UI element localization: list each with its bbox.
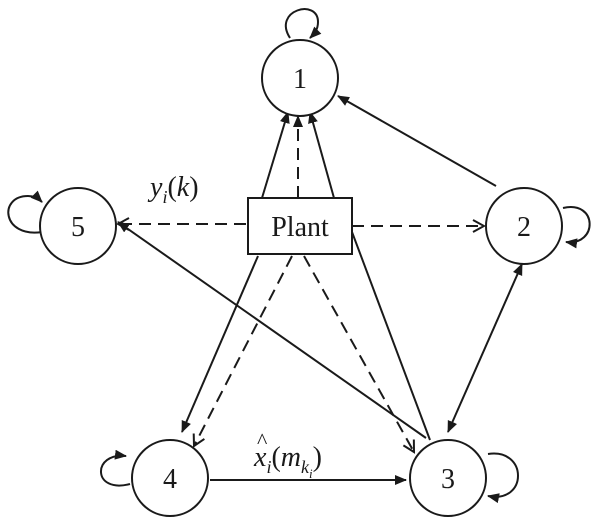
estimate-close: ) [313,442,322,473]
estimate-arg-sub: k [301,457,310,477]
measurement-label: yi(k) [147,172,199,207]
estimate-label: xi(mki) [253,442,322,481]
edge-3-to-5 [117,221,427,439]
plant-block: Plant [247,197,353,255]
estimate-arg-subsub: i [309,466,313,481]
edge-2-to-3 [447,263,523,433]
edge-plant-to-3 [351,231,431,441]
node-label-3: 3 [441,464,455,495]
node-label-5: 5 [71,212,85,243]
node-label-1: 1 [293,64,307,95]
edge-plant-to-1-left [261,111,290,199]
self-loop-3 [487,452,519,504]
measurement-sub: i [162,187,167,207]
node-label-4: 4 [163,464,177,495]
estimate-arg: m [281,442,301,473]
self-loop-4 [100,449,131,487]
measurement-close: ) [189,172,198,203]
edge-2-to-1 [337,95,497,187]
self-loop-5 [7,190,43,234]
measurement-var: y [147,172,163,203]
estimate-sub: i [266,457,271,477]
measurement-arg: k [177,172,190,203]
estimate-var: x [253,442,267,473]
node-label-2: 2 [517,212,531,243]
estimate-open: ( [271,442,280,473]
measurement-open: ( [167,172,176,203]
self-loop-1 [284,8,322,39]
estimate-hat: ^ [257,428,268,453]
node-1: 1 [261,39,339,117]
node-2: 2 [485,187,563,265]
node-5: 5 [39,187,117,265]
edge-plant-to-1-right [308,111,335,199]
node-3: 3 [409,439,487,517]
node-4: 4 [131,439,209,517]
self-loop-2 [562,206,591,249]
edge-plant-to-4 [194,255,293,446]
plant-label: Plant [271,212,329,243]
edge-plant-to-4 [181,255,259,433]
